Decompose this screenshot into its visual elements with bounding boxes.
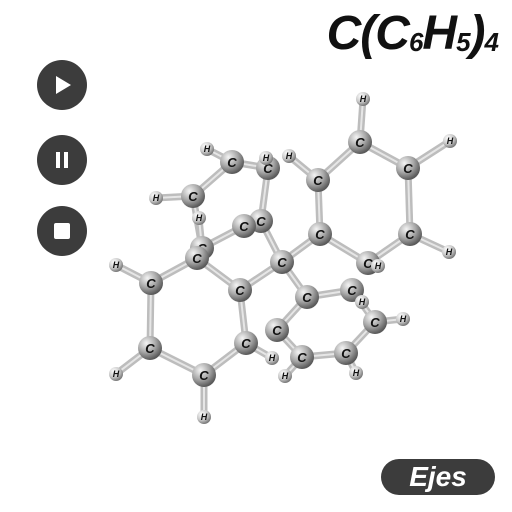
carbon-atom: C (334, 341, 358, 365)
hydrogen-label: H (196, 213, 203, 223)
carbon-label: C (146, 276, 156, 291)
carbon-atom: C (139, 271, 163, 295)
carbon-label: C (145, 341, 155, 356)
hydrogen-atom: H (197, 410, 211, 424)
hydrogen-atom: H (259, 151, 273, 165)
carbon-atom: C (220, 150, 244, 174)
carbon-atom: C (308, 222, 332, 246)
carbon-label: C (277, 255, 287, 270)
hydrogen-atom: H (109, 258, 123, 272)
carbon-atom: C (295, 285, 319, 309)
carbon-label: C (235, 283, 245, 298)
carbon-label: C (403, 161, 413, 176)
carbon-label: C (199, 368, 209, 383)
carbon-label: C (272, 323, 282, 338)
carbon-label: C (192, 251, 202, 266)
carbon-label: C (370, 315, 380, 330)
stop-icon (54, 223, 70, 239)
carbon-atom: C (396, 156, 420, 180)
hydrogen-label: H (447, 136, 454, 146)
carbon-atom: C (192, 363, 216, 387)
hydrogen-atom: H (109, 367, 123, 381)
hydrogen-label: H (360, 94, 367, 104)
hydrogen-atom: H (149, 191, 163, 205)
hydrogen-atom: H (443, 134, 457, 148)
hydrogen-label: H (359, 297, 366, 307)
carbon-label: C (363, 256, 373, 271)
hydrogen-atom: H (356, 92, 370, 106)
hydrogen-atom: H (442, 245, 456, 259)
hydrogen-atom: H (192, 211, 206, 225)
stop-button[interactable] (37, 206, 87, 256)
carbon-label: C (302, 290, 312, 305)
hydrogen-label: H (153, 193, 160, 203)
carbon-atom: C (363, 310, 387, 334)
hydrogen-atom: H (200, 142, 214, 156)
carbon-label: C (405, 227, 415, 242)
carbon-atom: C (265, 318, 289, 342)
pause-button[interactable] (37, 135, 87, 185)
carbon-label: C (239, 219, 249, 234)
pause-icon (56, 152, 68, 168)
carbon-atom: C (181, 184, 205, 208)
hydrogen-atom: H (355, 295, 369, 309)
hydrogen-label: H (446, 247, 453, 257)
hydrogen-label: H (201, 412, 208, 422)
carbon-atom: C (232, 214, 256, 238)
carbon-atom: C (348, 130, 372, 154)
carbon-atom: C (228, 278, 252, 302)
carbon-label: C (347, 283, 357, 298)
carbon-label: C (263, 161, 273, 176)
hydrogen-atom: H (371, 259, 385, 273)
hydrogen-label: H (400, 314, 407, 324)
carbon-atom: C (234, 331, 258, 355)
carbon-atom: C (138, 336, 162, 360)
hydrogen-label: H (113, 369, 120, 379)
hydrogen-label: H (204, 144, 211, 154)
molecule-formula: C(C6H5)4 (326, 7, 499, 60)
hydrogen-atom: H (282, 149, 296, 163)
carbon-atom: C (340, 278, 364, 302)
carbon-atom: C (398, 222, 422, 246)
hydrogen-atom: H (278, 369, 292, 383)
hydrogen-label: H (375, 261, 382, 271)
hydrogen-label: H (113, 260, 120, 270)
hydrogen-label: H (269, 353, 276, 363)
hydrogen-atom: H (265, 351, 279, 365)
carbon-atom: C (185, 246, 209, 270)
carbon-label: C (241, 336, 251, 351)
hydrogen-atom: H (396, 312, 410, 326)
carbon-label: C (355, 135, 365, 150)
carbon-label: C (297, 350, 307, 365)
carbon-label: C (256, 214, 266, 229)
carbon-label: C (227, 155, 237, 170)
carbon-atom: C (270, 250, 294, 274)
hydrogen-label: H (353, 368, 360, 378)
carbon-label: C (313, 173, 323, 188)
hydrogen-label: H (282, 371, 289, 381)
carbon-label: C (188, 189, 198, 204)
carbon-label: C (341, 346, 351, 361)
hydrogen-label: H (286, 151, 293, 161)
axes-toggle-button[interactable]: Ejes (381, 459, 495, 495)
hydrogen-label: H (263, 153, 270, 163)
play-button[interactable] (37, 60, 87, 110)
hydrogen-atom: H (349, 366, 363, 380)
carbon-atom: C (290, 345, 314, 369)
carbon-label: C (315, 227, 325, 242)
play-icon (56, 76, 71, 94)
atoms-layer: CCCCCCCCCCCCCCCCCCCCCCCCCHHHHHHHHHHHHHHH… (109, 92, 457, 424)
carbon-atom: C (306, 168, 330, 192)
